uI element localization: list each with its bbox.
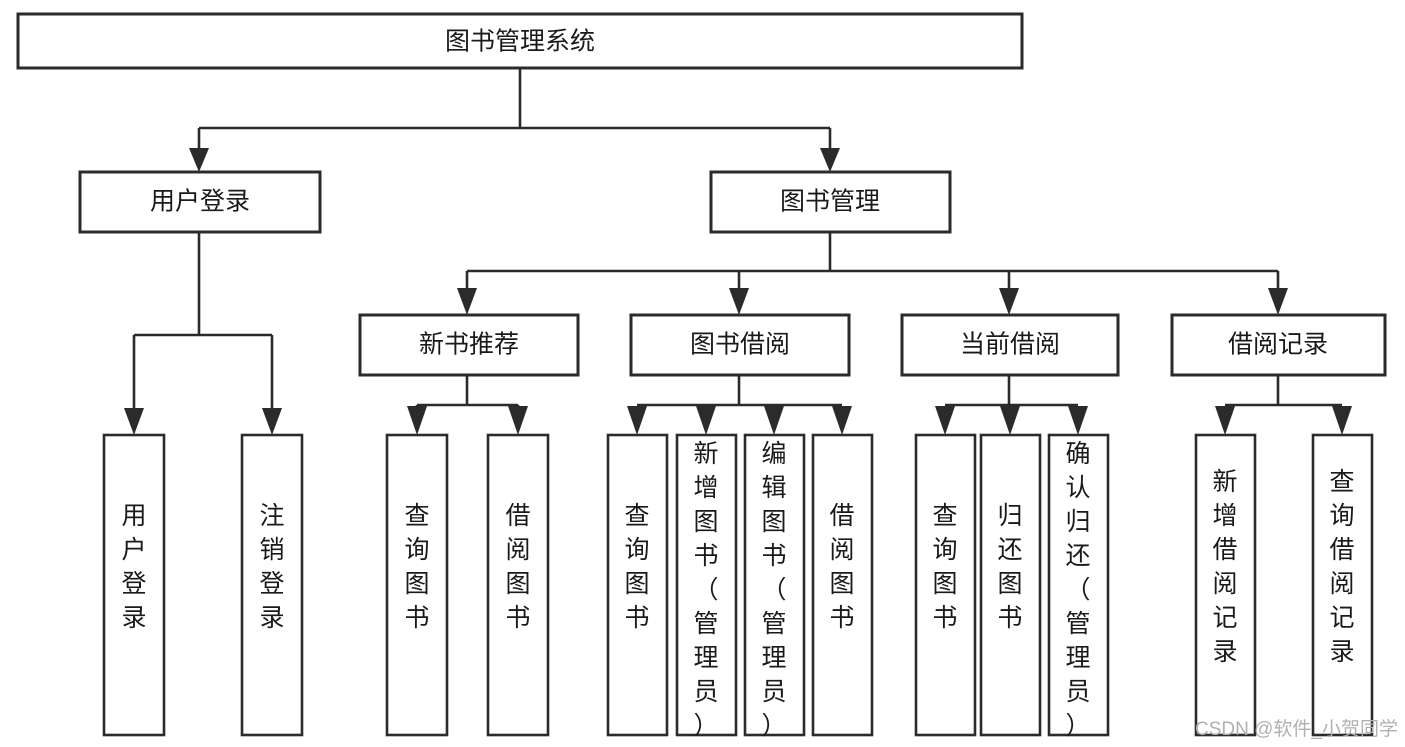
node-current-borrow-box[interactable]	[900, 313, 1120, 377]
arrow-head-icon-leaf-query-record	[1332, 406, 1352, 435]
node-book-manage-label: 图书管理	[780, 188, 880, 216]
leaf-query-book-3-label: 查询图书	[932, 502, 957, 632]
arrow-head-icon-leaf-query-book-3	[935, 406, 955, 435]
arrow-head-icon-leaf-logout	[262, 408, 282, 435]
arrow-head-icon-user-login	[189, 148, 209, 172]
leaf-query-record[interactable]: 查询借阅记录	[1311, 433, 1374, 737]
leaf-query-book-2[interactable]: 查询图书	[606, 433, 669, 737]
arrow-head-icon-leaf-borrow-book-2	[832, 406, 852, 435]
leaf-add-record[interactable]: 新增借阅记录	[1194, 433, 1257, 737]
leaf-query-book-1-box[interactable]	[385, 433, 449, 737]
leaf-add-record-box[interactable]	[1194, 433, 1257, 737]
leaf-logout[interactable]: 注销登录	[240, 433, 304, 737]
leaf-add-book-label: 新增图书（管理员）	[693, 440, 718, 740]
arrow-head-icon-leaf-return-book	[1000, 406, 1020, 435]
leaf-user-login-label: 用户登录	[121, 502, 146, 632]
leaf-confirm-return[interactable]: 确认归还（管理员）	[1047, 433, 1110, 740]
leaf-return-book[interactable]: 归还图书	[979, 433, 1042, 737]
watermark-label: CSDN @软件_小贺同学	[1195, 718, 1398, 740]
arrow-head-icon-book-borrow	[729, 288, 749, 315]
leaf-borrow-book-2[interactable]: 借阅图书	[811, 433, 874, 737]
node-borrow-record-label: 借阅记录	[1228, 331, 1328, 359]
node-current-borrow-label: 当前借阅	[960, 331, 1060, 359]
arrow-head-icon-leaf-user-login	[124, 408, 144, 435]
leaf-confirm-return-label: 确认归还（管理员）	[1065, 440, 1090, 740]
node-book-manage-box[interactable]	[709, 170, 952, 234]
leaf-confirm-return-box[interactable]	[1047, 433, 1110, 737]
leaf-query-record-label: 查询借阅记录	[1329, 468, 1354, 666]
leaf-add-book-box[interactable]	[675, 433, 738, 737]
leaf-query-book-1[interactable]: 查询图书	[385, 433, 449, 737]
node-book-borrow-box[interactable]	[629, 313, 851, 377]
node-new-book-rec-box[interactable]	[358, 313, 580, 377]
leaf-return-book-box[interactable]	[979, 433, 1042, 737]
node-current-borrow[interactable]: 当前借阅	[900, 313, 1120, 377]
leaf-user-login[interactable]: 用户登录	[102, 433, 166, 737]
node-new-book-rec[interactable]: 新书推荐	[358, 313, 580, 377]
arrow-head-icon-current-borrow	[999, 288, 1019, 315]
node-user-login[interactable]: 用户登录	[78, 170, 322, 234]
node-user-login-label: 用户登录	[150, 188, 250, 216]
leaf-query-book-1-label: 查询图书	[404, 502, 429, 632]
node-book-borrow[interactable]: 图书借阅	[629, 313, 851, 377]
leaf-query-book-3[interactable]: 查询图书	[914, 433, 977, 737]
node-book-manage[interactable]: 图书管理	[709, 170, 952, 234]
arrow-head-icon-borrow-record	[1268, 288, 1288, 315]
leaf-borrow-book-1-box[interactable]	[486, 433, 550, 737]
leaf-borrow-book-2-label: 借阅图书	[829, 502, 854, 632]
node-root-box[interactable]	[16, 12, 1024, 70]
node-root[interactable]: 图书管理系统	[16, 12, 1024, 70]
node-borrow-record-box[interactable]	[1170, 313, 1387, 377]
leaf-return-book-label: 归还图书	[997, 502, 1022, 632]
node-new-book-rec-label: 新书推荐	[419, 331, 519, 359]
leaf-add-record-label: 新增借阅记录	[1212, 468, 1237, 666]
arrow-head-icon-book-manage	[820, 148, 840, 172]
leaf-edit-book[interactable]: 编辑图书（管理员）	[743, 433, 806, 740]
arrow-head-icon-leaf-add-record	[1215, 406, 1235, 435]
leaf-borrow-book-1[interactable]: 借阅图书	[486, 433, 550, 737]
arrow-head-icon-leaf-query-book-2	[627, 406, 647, 435]
leaf-logout-box[interactable]	[240, 433, 304, 737]
leaf-edit-book-label: 编辑图书（管理员）	[761, 440, 786, 740]
arrow-head-icon-leaf-query-book-1	[407, 406, 427, 435]
leaf-logout-label: 注销登录	[259, 502, 284, 632]
arrow-head-icon-leaf-confirm-return	[1068, 406, 1088, 435]
leaf-borrow-book-2-box[interactable]	[811, 433, 874, 737]
node-user-login-box[interactable]	[78, 170, 322, 234]
node-book-borrow-label: 图书借阅	[690, 331, 790, 359]
arrow-head-icon-new-book-rec	[457, 288, 477, 315]
leaf-query-book-3-box[interactable]	[914, 433, 977, 737]
leaf-edit-book-box[interactable]	[743, 433, 806, 737]
leaf-query-book-2-box[interactable]	[606, 433, 669, 737]
leaf-user-login-box[interactable]	[102, 433, 166, 737]
arrow-head-icon-leaf-edit-book	[764, 406, 784, 435]
arrow-head-icon-leaf-borrow-book-1	[508, 406, 528, 435]
leaf-query-record-box[interactable]	[1311, 433, 1374, 737]
node-borrow-record[interactable]: 借阅记录	[1170, 313, 1387, 377]
leaf-add-book[interactable]: 新增图书（管理员）	[675, 433, 738, 740]
node-root-label: 图书管理系统	[445, 28, 595, 56]
leaf-borrow-book-1-label: 借阅图书	[505, 502, 530, 632]
leaf-query-book-2-label: 查询图书	[624, 502, 649, 632]
arrow-head-icon-leaf-add-book	[696, 406, 716, 435]
connector-layer	[124, 68, 1352, 435]
